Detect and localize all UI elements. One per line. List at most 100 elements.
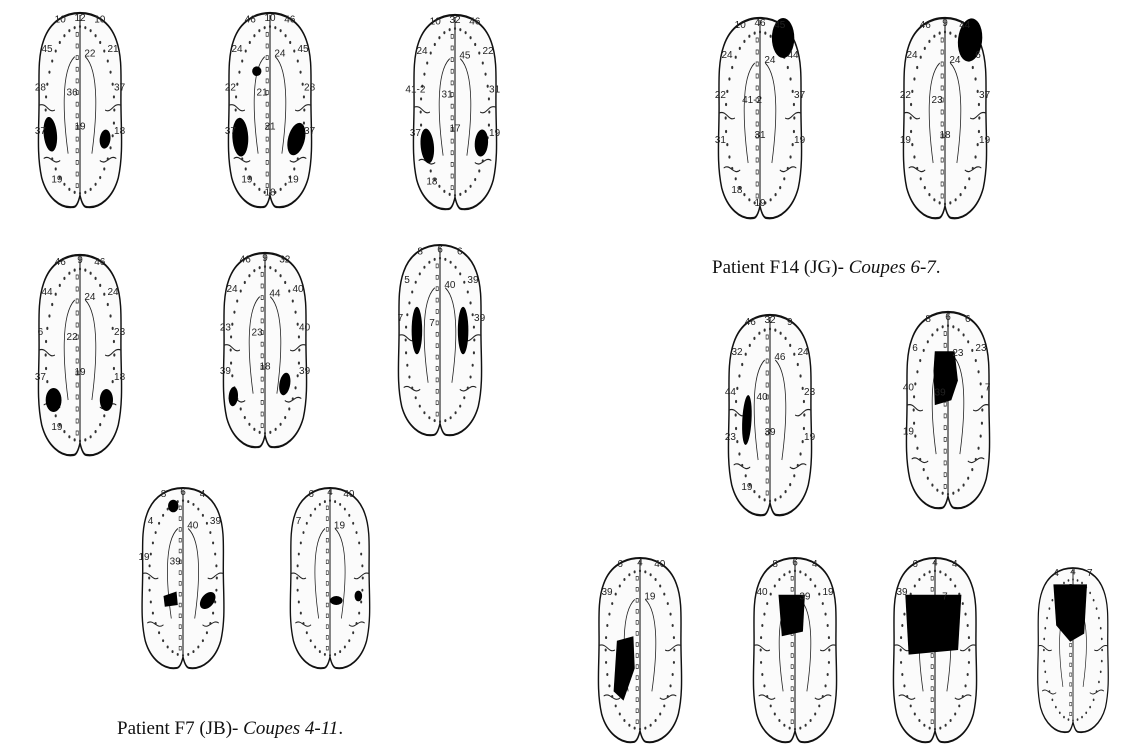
slice-f14-7: 644397 xyxy=(893,557,976,742)
area-marker-dot xyxy=(152,541,154,544)
area-marker-dot xyxy=(202,514,204,517)
area-marker-dot xyxy=(99,423,101,426)
area-marker-dot xyxy=(783,177,785,180)
area-marker-dot xyxy=(206,631,208,634)
area-label: 40 xyxy=(444,280,456,291)
area-label: 10 xyxy=(735,20,747,31)
area-marker-dot xyxy=(46,83,48,86)
area-label: 10 xyxy=(264,13,276,24)
area-marker-dot xyxy=(770,593,772,596)
area-marker-dot xyxy=(314,646,316,649)
area-label: 39 xyxy=(467,275,479,286)
caption-f7-italic: Coupes 4-11 xyxy=(243,718,338,739)
area-marker-dot xyxy=(230,348,232,351)
area-marker-dot xyxy=(306,631,308,634)
area-marker-dot xyxy=(212,612,214,615)
area-marker-dot xyxy=(99,284,101,287)
area-marker-dot xyxy=(408,301,410,304)
lesion-mark xyxy=(46,388,62,412)
area-marker-dot xyxy=(774,713,776,716)
area-label: 46 xyxy=(55,257,67,268)
area-marker-dot xyxy=(258,188,260,191)
area-marker-dot xyxy=(253,428,255,431)
area-label: 21 xyxy=(107,44,119,55)
area-marker-dot xyxy=(467,386,469,389)
area-marker-dot xyxy=(103,293,105,296)
area-marker-dot xyxy=(670,613,672,616)
area-marker-dot xyxy=(655,719,657,722)
area-marker-dot xyxy=(945,573,947,576)
area-marker-dot xyxy=(415,281,417,284)
area-marker-dot xyxy=(644,727,646,730)
area-marker-dot xyxy=(947,493,949,496)
area-marker-dot xyxy=(258,29,260,32)
lesion-mark xyxy=(458,307,469,355)
area-marker-dot xyxy=(825,613,827,616)
area-label: 4 xyxy=(200,489,206,500)
area-marker-dot xyxy=(790,77,792,80)
area-marker-dot xyxy=(728,77,730,80)
area-label: 41-2 xyxy=(405,85,425,96)
area-marker-dot xyxy=(236,83,238,86)
area-marker-dot xyxy=(911,143,913,146)
area-label: 44 xyxy=(41,287,53,298)
area-marker-dot xyxy=(455,266,457,269)
area-marker-dot xyxy=(275,269,277,272)
area-label: 4 xyxy=(1053,568,1059,579)
area-marker-dot xyxy=(284,281,286,284)
area-marker-dot xyxy=(352,631,354,634)
area-marker-dot xyxy=(779,186,781,189)
area-marker-dot xyxy=(177,653,179,656)
area-marker-dot xyxy=(1046,681,1048,684)
area-marker-dot xyxy=(99,41,101,44)
area-marker-dot xyxy=(967,624,969,627)
area-label: 19 xyxy=(741,482,753,493)
area-marker-dot xyxy=(450,261,452,264)
area-marker-dot xyxy=(455,411,457,414)
area-marker-dot xyxy=(1063,716,1065,719)
area-marker-dot xyxy=(478,169,480,172)
area-marker-dot xyxy=(920,177,922,180)
area-marker-dot xyxy=(450,416,452,419)
area-label: 24 xyxy=(764,55,776,66)
area-marker-dot xyxy=(319,503,321,506)
area-marker-dot xyxy=(361,589,363,592)
area-marker-dot xyxy=(760,636,762,639)
area-marker-dot xyxy=(931,333,933,336)
area-label: 18 xyxy=(731,185,743,196)
area-label: 46 xyxy=(284,15,296,26)
area-marker-dot xyxy=(463,281,465,284)
area-marker-dot xyxy=(149,564,151,567)
area-marker-dot xyxy=(650,573,652,576)
area-marker-dot xyxy=(818,704,820,707)
area-marker-dot xyxy=(623,578,625,581)
area-label: 6 xyxy=(792,557,798,568)
area-marker-dot xyxy=(1059,712,1061,715)
area-marker-dot xyxy=(759,30,761,33)
area-marker-dot xyxy=(84,438,86,441)
area-marker-dot xyxy=(606,624,608,627)
slice-f7-1: 10121045222128363737191819 xyxy=(35,13,126,207)
area-marker-dot xyxy=(735,56,737,59)
area-marker-dot xyxy=(918,578,920,581)
area-marker-dot xyxy=(738,452,740,455)
area-marker-dot xyxy=(770,704,772,707)
area-marker-dot xyxy=(916,370,918,373)
area-marker-dot xyxy=(735,177,737,180)
slice-f14-6: 864403919 xyxy=(753,557,836,742)
area-marker-dot xyxy=(465,190,467,193)
area-label: 6 xyxy=(965,314,971,325)
area-marker-dot xyxy=(769,327,771,330)
area-label: 8 xyxy=(161,489,167,500)
area-marker-dot xyxy=(914,382,916,385)
area-label: 5 xyxy=(404,275,410,286)
area-marker-dot xyxy=(95,277,97,280)
area-marker-dot xyxy=(978,370,980,373)
area-marker-dot xyxy=(924,186,926,189)
area-label: 4 xyxy=(932,557,938,568)
area-marker-dot xyxy=(958,704,960,707)
area-marker-dot xyxy=(103,49,105,52)
area-marker-dot xyxy=(113,95,115,98)
area-marker-dot xyxy=(45,108,47,111)
area-marker-dot xyxy=(619,584,621,587)
